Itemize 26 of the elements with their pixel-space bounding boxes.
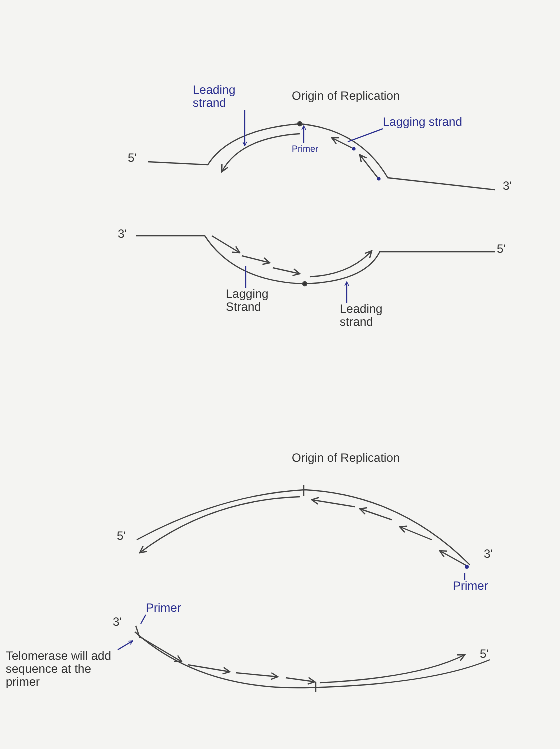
end-label: 3' [118,228,127,241]
strand-label: Lagging Strand [226,288,278,314]
end-label: 3' [484,548,493,561]
leader-arrow [242,110,248,146]
end-label: 5' [128,152,137,165]
note-text: Telomerase will add sequence at the primer [6,650,118,689]
leader-line [464,573,466,580]
leader-arrow [118,640,134,650]
end-label: 3' [113,616,122,629]
leader-line [245,266,247,288]
primer-label: Primer [292,143,332,156]
leader-line [348,128,384,143]
end-label: 3' [503,180,512,193]
strand-label: Lagging strand [383,116,493,129]
origin-label: Origin of Replication [292,452,402,465]
end-label: 5' [117,530,126,543]
end-label: 5' [497,243,506,256]
end-label: 5' [480,648,489,661]
strand-label: Leading strand [193,84,251,110]
primer-label: Primer [453,580,497,593]
leader-arrow [344,282,350,303]
primer-label: Primer [146,602,190,615]
strand-label: Leading strand [340,303,396,329]
leader-line [140,614,146,624]
origin-label: Origin of Replication [292,90,402,103]
leader-arrow [302,126,306,143]
